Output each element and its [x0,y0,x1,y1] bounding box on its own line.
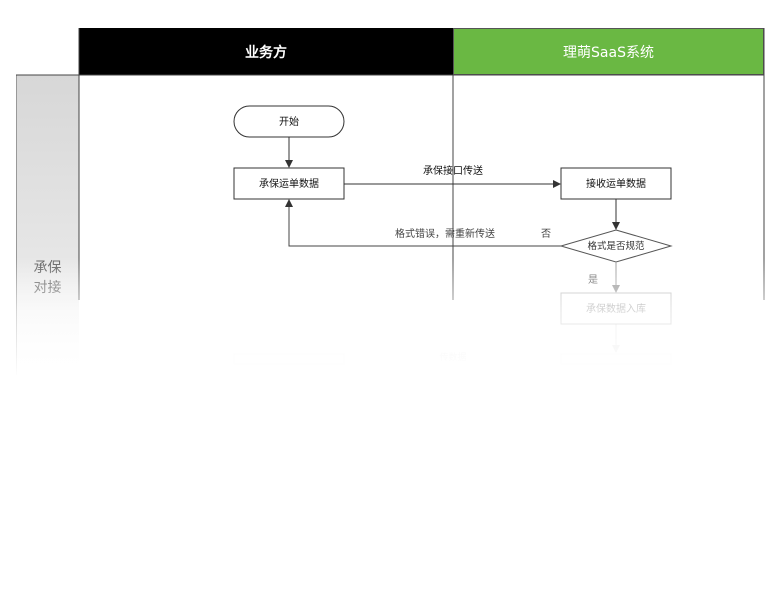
underwriting-data-node: 承保运单数据 [233,167,345,200]
edge-format-error [285,199,561,247]
store-node: 承保数据入库 [560,292,672,325]
format-check-label: 格式是否规范 [587,240,645,252]
faded-edge-label: 传数据 [439,351,466,363]
lane-header-saas: 理萌SaaS系统 [453,28,764,75]
lane-title-business: 业务方 [245,44,287,61]
edge-interface-transfer-label: 承保接口传送 [423,164,483,177]
lane-header-business: 业务方 [79,28,453,75]
edge-format-error-label: 格式错误，需重新传送 [395,227,495,240]
format-check-decision: 格式是否规范 [559,229,673,263]
start-node: 开始 [233,105,345,138]
receive-data-label: 接收运单数据 [586,177,646,190]
edge-yes-label: 是 [588,274,598,286]
start-node-label: 开始 [279,115,299,128]
underwriting-data-label: 承保运单数据 [259,177,319,190]
lane-borders [16,28,765,300]
lane-title-saas: 理萌SaaS系统 [563,44,654,61]
receive-data-node: 接收运单数据 [560,167,672,200]
faded-continuation: 传数据 [233,324,672,365]
edge-no-label: 否 [541,228,551,240]
store-label: 承保数据入库 [586,302,646,315]
